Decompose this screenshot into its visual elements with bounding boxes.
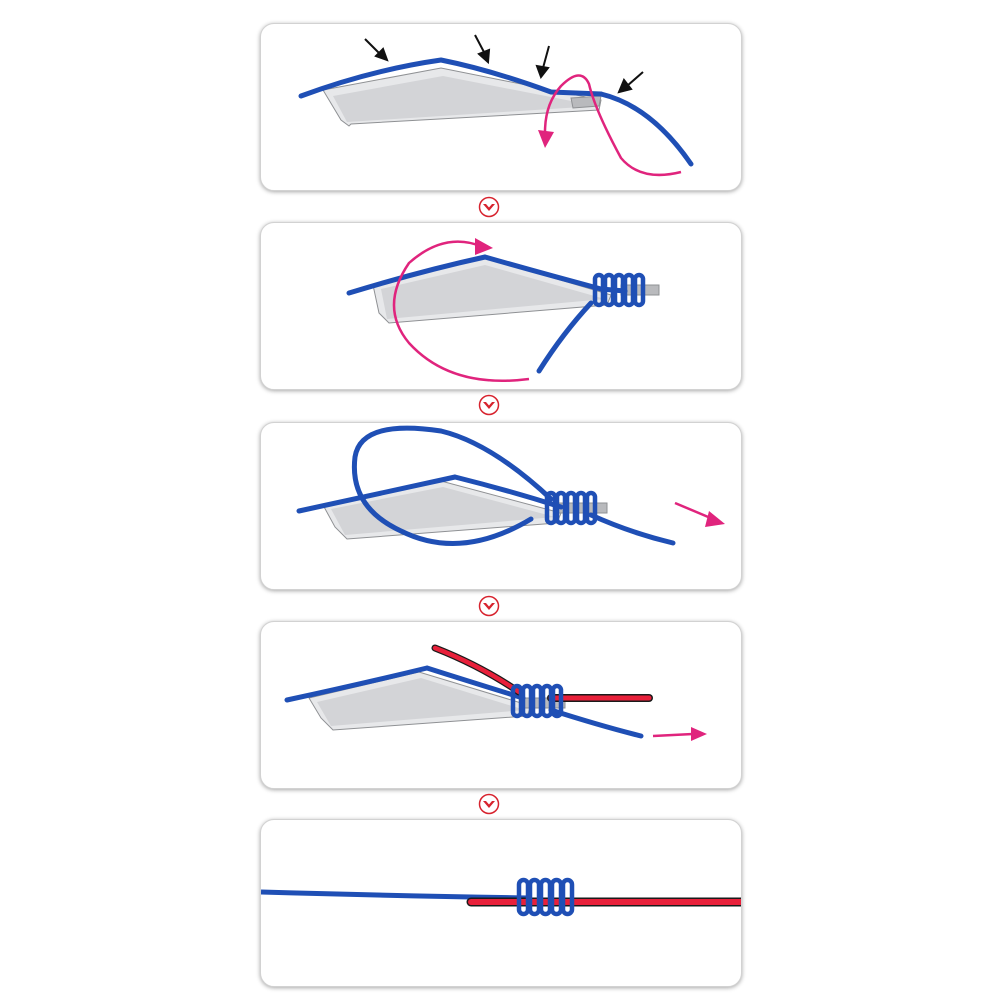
loop-direction-arrow [392,240,530,383]
step-1-panel [260,23,742,191]
step-5-illustration [261,877,741,917]
step-2-to-3-chevron-icon [478,394,500,416]
main-line [346,254,628,296]
pull-direction-arrowhead [705,511,725,527]
tying-tool [308,671,566,731]
main-line [298,57,604,99]
loop-direction-arrowhead [475,238,493,255]
step-2-panel [260,222,742,390]
wrap-direction-arrow [543,74,682,177]
step-3-illustration [296,425,725,546]
main-line-tag-end [536,300,594,374]
pull-direction-arrow [674,501,714,521]
main-line-tag-end [598,91,694,167]
pointer-arrows [364,34,644,94]
finished-knot-wraps [516,877,575,917]
tying-tool [322,67,602,127]
main-line [296,474,564,514]
step-3-panel [260,422,742,590]
pull-direction-arrow [652,732,694,738]
line-wraps [544,490,598,526]
main-line [284,665,526,703]
main-line-tag-end [588,512,676,546]
pull-direction-arrowhead [691,727,707,741]
step-4-illustration [284,644,707,741]
main-line-tag-end [548,707,644,739]
main-line [261,889,532,901]
step-3-to-4-chevron-icon [478,595,500,617]
wrap-direction-arrowhead [538,130,554,148]
step-4-panel [260,621,742,789]
line-wraps [510,683,564,719]
large-loop [351,425,554,546]
line-wraps [592,272,646,308]
step-4-to-5-chevron-icon [478,793,500,815]
step-5-panel [260,819,742,987]
step-1-to-2-chevron-icon [478,196,500,218]
step-1-illustration [298,34,694,177]
step-2-illustration [346,238,660,383]
